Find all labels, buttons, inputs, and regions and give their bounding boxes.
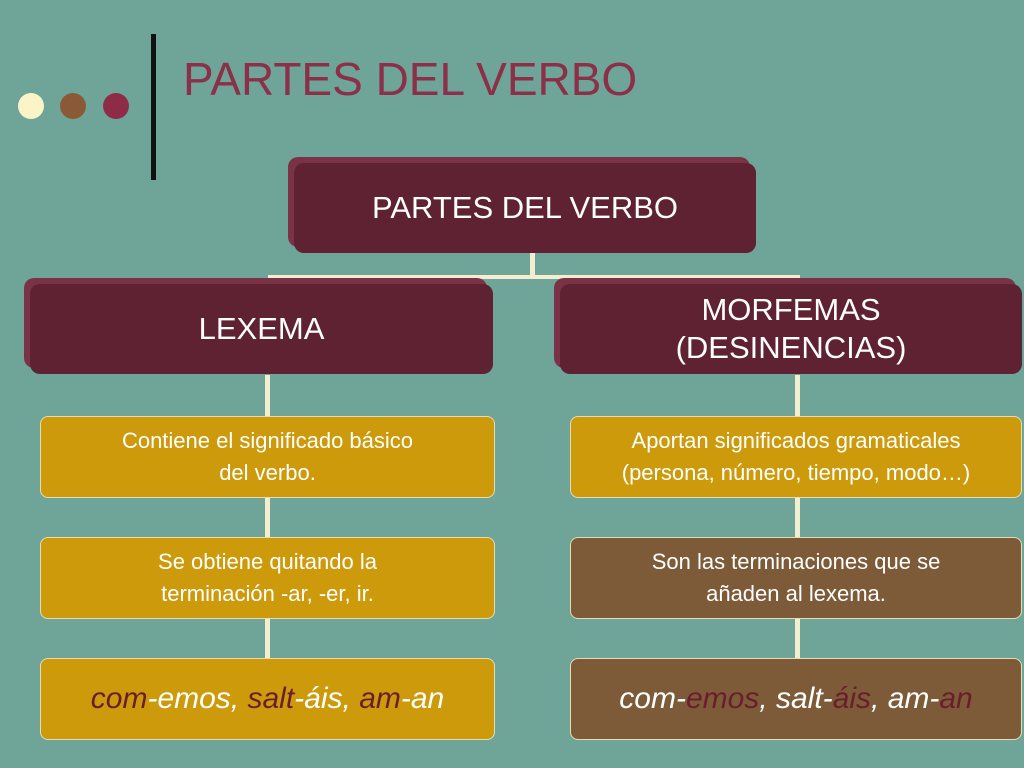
morfemas-description-line2: añaden al lexema. bbox=[706, 581, 886, 606]
connector-left-column bbox=[265, 375, 270, 660]
root-box-label: PARTES DEL VERBO bbox=[371, 190, 679, 225]
bullet-dot-maroon bbox=[103, 93, 129, 119]
lexema-example: com-emos, salt-áis, am-an bbox=[90, 682, 445, 715]
lexema-method-line2: terminación -ar, -er, ir. bbox=[161, 581, 374, 606]
lexema-definition-line1: Contiene el significado básico bbox=[121, 428, 414, 453]
morfemas-example-box: com-emos, salt-áis, am-an bbox=[570, 658, 1022, 740]
title-divider bbox=[151, 34, 156, 180]
morfemas-description-line1: Son las terminaciones que se bbox=[651, 549, 941, 574]
lexema-label: LEXEMA bbox=[198, 311, 325, 346]
morfemas-definition-box: Aportan significados gramaticales (perso… bbox=[570, 416, 1022, 498]
morfemas-description-box: Son las terminaciones que se añaden al l… bbox=[570, 537, 1022, 619]
morfemas-definition-line2: (persona, número, tiempo, modo…) bbox=[621, 460, 971, 485]
morfemas-example: com-emos, salt-áis, am-an bbox=[619, 682, 973, 715]
bullet-dot-brown bbox=[60, 93, 86, 119]
lexema-method-box: Se obtiene quitando la terminación -ar, … bbox=[40, 537, 495, 619]
lexema-box: LEXEMA bbox=[30, 284, 493, 374]
morfemas-definition-line1: Aportan significados gramaticales bbox=[631, 428, 961, 453]
page-title: PARTES DEL VERBO bbox=[183, 53, 638, 105]
bullet-dot-light bbox=[18, 93, 44, 119]
lexema-definition-box: Contiene el significado básico del verbo… bbox=[40, 416, 495, 498]
connector-root-down bbox=[530, 253, 535, 277]
lexema-method-line1: Se obtiene quitando la bbox=[158, 549, 377, 574]
morfemas-label-line2: (DESINENCIAS) bbox=[675, 330, 907, 365]
morfemas-box: MORFEMAS (DESINENCIAS) bbox=[560, 284, 1022, 374]
connector-right-column bbox=[795, 375, 800, 660]
lexema-definition-line2: del verbo. bbox=[219, 460, 316, 485]
morfemas-label-line1: MORFEMAS bbox=[701, 292, 881, 327]
connector-horizontal bbox=[268, 275, 800, 279]
lexema-example-box: com-emos, salt-áis, am-an bbox=[40, 658, 495, 740]
root-box: PARTES DEL VERBO bbox=[294, 163, 756, 253]
